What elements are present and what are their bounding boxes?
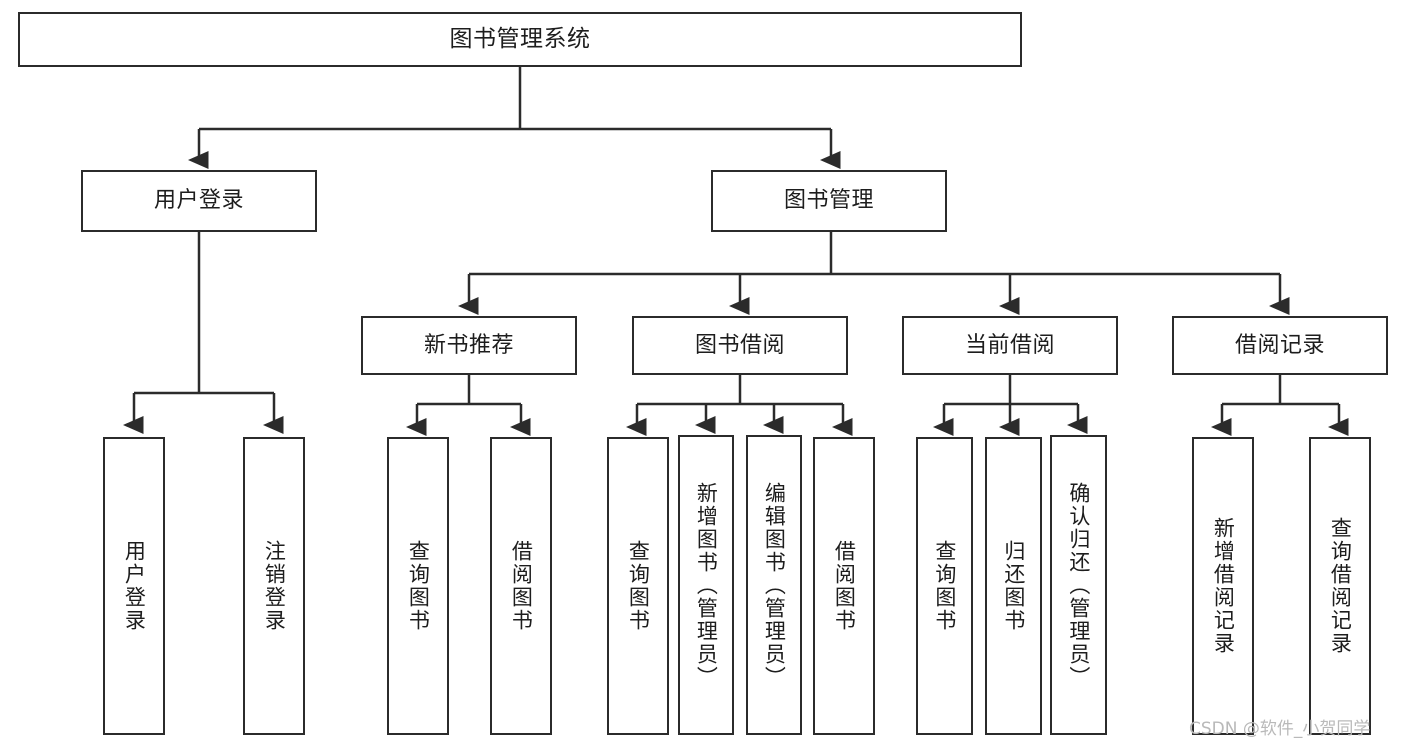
leaf-edit-book[interactable]: 编辑图书（管理员） [746, 435, 802, 735]
leaf-return-book[interactable]: 归还图书 [985, 437, 1042, 735]
node-label: 归还图书 [1001, 540, 1026, 632]
node-label: 当前借阅 [964, 332, 1055, 358]
node-new-book-recommend[interactable]: 新书推荐 [361, 316, 577, 375]
node-label: 用户登录 [122, 540, 147, 632]
leaf-confirm-return[interactable]: 确认归还（管理员） [1050, 435, 1107, 735]
node-label: 新增借阅记录 [1211, 517, 1236, 655]
leaf-add-borrow-record[interactable]: 新增借阅记录 [1192, 437, 1254, 735]
node-label: 新书推荐 [423, 332, 514, 358]
node-label: 查询借阅记录 [1328, 517, 1353, 655]
node-label: 查询图书 [406, 540, 431, 632]
node-current-borrow[interactable]: 当前借阅 [902, 316, 1118, 375]
node-label: 编辑图书（管理员） [762, 481, 787, 689]
node-label: 图书管理 [783, 188, 874, 214]
node-root-system[interactable]: 图书管理系统 [18, 12, 1022, 67]
leaf-query-book-recommend[interactable]: 查询图书 [387, 437, 449, 735]
node-label: 新增图书（管理员） [694, 481, 719, 689]
node-book-borrow[interactable]: 图书借阅 [632, 316, 848, 375]
leaf-user-login[interactable]: 用户登录 [103, 437, 165, 735]
node-label: 借阅图书 [509, 540, 534, 632]
leaf-borrow-book-recommend[interactable]: 借阅图书 [490, 437, 552, 735]
node-label: 图书管理系统 [449, 25, 591, 52]
leaf-borrow-book-borrow[interactable]: 借阅图书 [813, 437, 875, 735]
leaf-add-book[interactable]: 新增图书（管理员） [678, 435, 734, 735]
node-label: 查询图书 [626, 540, 651, 632]
node-label: 确认归还（管理员） [1066, 481, 1091, 689]
node-label: 用户登录 [153, 188, 244, 214]
node-book-management[interactable]: 图书管理 [711, 170, 947, 232]
node-label: 借阅记录 [1234, 332, 1325, 358]
leaf-query-book-borrow[interactable]: 查询图书 [607, 437, 669, 735]
csdn-watermark: CSDN @软件_小贺同学 [1189, 719, 1371, 739]
node-label: 借阅图书 [832, 540, 857, 632]
node-label: 图书借阅 [694, 332, 785, 358]
leaf-logout-login[interactable]: 注销登录 [243, 437, 305, 735]
node-user-login[interactable]: 用户登录 [81, 170, 317, 232]
node-label: 注销登录 [262, 540, 287, 632]
leaf-query-book-current[interactable]: 查询图书 [916, 437, 973, 735]
leaf-query-borrow-record[interactable]: 查询借阅记录 [1309, 437, 1371, 735]
node-borrow-record[interactable]: 借阅记录 [1172, 316, 1388, 375]
node-label: 查询图书 [932, 540, 957, 632]
